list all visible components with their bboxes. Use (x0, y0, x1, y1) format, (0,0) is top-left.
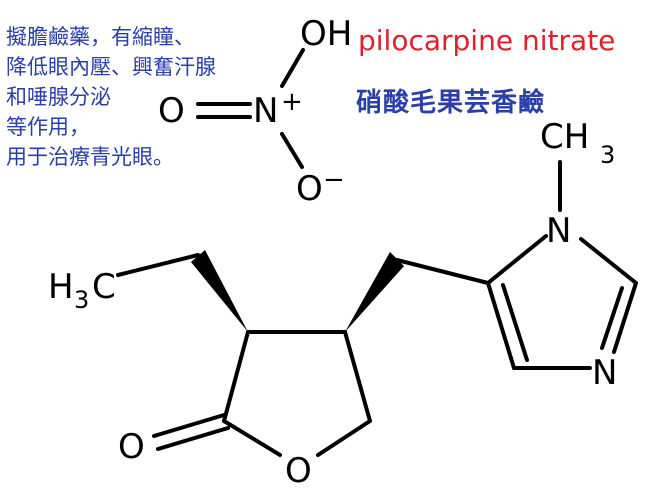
charge-minus: − (323, 165, 345, 195)
bond-c4im-c5im-1 (486, 281, 516, 370)
bond-c5-oring (316, 419, 372, 457)
atom-o-double: O (158, 91, 185, 131)
description-line: 和唾腺分泌 (6, 85, 111, 109)
wedge-c4-ch2 (345, 252, 404, 332)
title-english: pilocarpine nitrate (358, 24, 616, 57)
atom-h3c-sub: 3 (74, 286, 89, 314)
atom-o-ring: O (285, 451, 312, 491)
atom-o-minus: O (296, 169, 323, 209)
atom-n-methyl: N (546, 211, 571, 251)
bond-c3-c2 (222, 330, 250, 423)
bond-carbonyl-1 (152, 413, 226, 438)
atom-h3c-h: H (48, 267, 74, 307)
atom-ch3-sub: 3 (600, 141, 615, 169)
bond-n-oh (280, 48, 305, 88)
bond-n-ominus (280, 132, 304, 169)
bond-c4-c5 (343, 330, 372, 423)
bond-c2-oring (222, 419, 282, 457)
atom-h3c-c: C (92, 267, 116, 307)
nitrate-group (196, 48, 305, 169)
bond-ch3-ch2 (116, 253, 200, 277)
wedge-c3-ethyl (191, 250, 248, 332)
description-line: 擬膽鹼藥，有縮瞳、 (6, 25, 195, 49)
title-chinese: 硝酸毛果芸香鹼 (356, 88, 546, 118)
bond-carbonyl-2 (156, 426, 230, 451)
atom-n-plus: N (253, 91, 278, 131)
pilocarpine-skeleton (116, 160, 638, 457)
atom-oh: OH (300, 14, 352, 54)
bond-ch2-imidazole (395, 258, 490, 285)
atom-ch3-c: CH (540, 117, 589, 157)
description-line: 等作用， (6, 115, 90, 139)
atom-o-carbonyl: O (118, 427, 145, 467)
bond-c5im-n1 (486, 234, 548, 285)
bond-n1-c2im (579, 237, 638, 285)
description-text: 擬膽鹼藥，有縮瞳、 降低眼內壓、興奮汗腺 和唾腺分泌 等作用， 用于治療青光眼。 (6, 22, 296, 172)
bond-c2im-n3-1 (612, 281, 638, 354)
description-line: 降低眼內壓、興奮汗腺 (6, 55, 216, 79)
description-line: 用于治療青光眼。 (6, 145, 174, 169)
bond-c2im-n3-2 (600, 286, 624, 350)
atom-n-ring: N (592, 353, 617, 393)
bond-c4im-c5im-2 (501, 283, 529, 362)
charge-plus: + (281, 87, 303, 117)
